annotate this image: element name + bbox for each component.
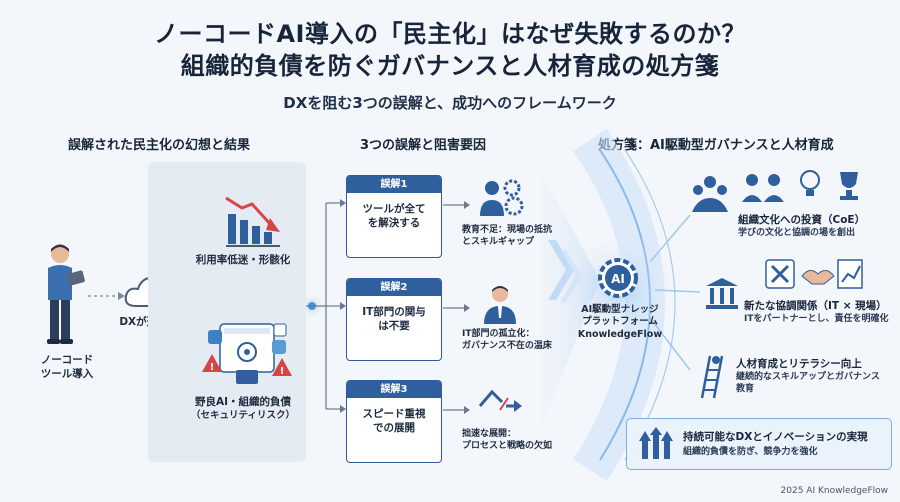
- cause-3-text: 拙速な展開： プロセスと戦略の欠如: [462, 428, 552, 452]
- results-panel: [148, 162, 306, 462]
- misconception-1-line-1: ツールが全て: [362, 203, 426, 215]
- declining-chart-icon: [225, 196, 280, 247]
- misconception-3-line-1: スピード重視: [362, 408, 426, 420]
- team-icon: [692, 176, 728, 212]
- cause-1-line-2: とスキルギャップ: [462, 237, 535, 248]
- cause-3-line-1: 拙速な展開：: [462, 429, 517, 439]
- solution-3-title: 人材育成とリテラシー向上: [736, 358, 862, 370]
- platform-line-1: AI駆動型ナレッジ: [581, 304, 659, 315]
- platform-line-2: プラットフォーム: [582, 316, 658, 328]
- cause-3-line-2: プロセスと戦略の欠如: [462, 441, 553, 452]
- misconception-card-1: 誤解1 ツールが全て を解決する: [346, 175, 442, 258]
- pillar-icon: [706, 278, 738, 309]
- start-label: ノーコード ツール導入: [30, 354, 104, 381]
- misconception-text-1: ツールが全て を解決する: [347, 193, 441, 230]
- title-line-1: ノーコードAI導入の「民主化」はなぜ失敗するのか？: [153, 20, 746, 48]
- shadow-ai-risk-icon: ! !: [202, 323, 292, 384]
- svg-text:!: !: [210, 362, 215, 373]
- outcome-title: 持続可能なDXとイノベーションの実現: [683, 431, 868, 443]
- solution-3-desc: 継続的なスキルアップとガバナンス 教育: [736, 371, 880, 395]
- misconception-tag-1: 誤解1: [347, 176, 441, 193]
- solution-3-desc-line-1: 継続的なスキルアップとガバナンス: [736, 372, 880, 382]
- result-shadow-ai-line-2: （セキュリティリスク）: [191, 409, 295, 421]
- column-heading-right: 処方箋：AI駆動型ガバナンスと人材育成: [598, 138, 834, 153]
- result-shadow-ai-label: 野良AI・組織的負債 （セキュリティリスク）: [180, 396, 306, 422]
- platform-line-3: KnowledgeFlow: [577, 328, 663, 340]
- growth-arrows-icon: [639, 427, 673, 459]
- culture-icons: [742, 170, 858, 202]
- ai-gear-icon: AI: [598, 258, 638, 298]
- column-heading-middle: 3つの誤解と阻害要因: [360, 138, 487, 153]
- title-line-2: 組織的負債を防ぐガバナンスと人材育成の処方箋: [180, 52, 720, 80]
- cause-2-text: IT部門の孤立化： ガバナンス不在の温床: [462, 328, 552, 352]
- result-shadow-ai-line-1: 野良AI・組織的負債: [194, 396, 292, 408]
- misconception-2-line-2: は不要: [378, 320, 410, 333]
- solution-2-title: 新たな協調関係（IT × 現場）: [744, 300, 887, 312]
- cause-2-line-1: IT部門の孤立化：: [462, 329, 535, 339]
- platform-label: AI駆動型ナレッジ プラットフォーム KnowledgeFlow: [570, 304, 670, 341]
- misconception-3-line-2: での展開: [373, 422, 415, 435]
- column-heading-left: 誤解された民主化の幻想と結果: [68, 138, 251, 153]
- start-label-line-1: ノーコード: [40, 354, 94, 366]
- outcome-box: 持続可能なDXとイノベーションの実現 組織的負債を防ぎ、競争力を強化: [626, 418, 892, 470]
- misconception-text-3: スピード重視 での展開: [347, 398, 441, 435]
- solution-3-desc-line-2: 教育: [736, 384, 755, 395]
- solution-2-desc: ITをパートナーとし、責任を明確化: [744, 314, 889, 324]
- ladder-climb-icon: [700, 355, 724, 399]
- start-label-line-2: ツール導入: [40, 367, 94, 380]
- cause-2-line-2: ガバナンス不在の温床: [462, 341, 552, 352]
- solution-1-desc: 学びの文化と協調の場を創出: [738, 228, 856, 238]
- misconception-tag-2: 誤解2: [347, 279, 441, 296]
- misconception-text-2: IT部門の関与 は不要: [347, 296, 441, 333]
- result-low-usage-label: 利用率低迷・形骸化: [195, 254, 291, 266]
- isolated-it-staff-icon: [484, 286, 516, 324]
- subtitle: DXを阻む3つの誤解と、成功へのフレームワーク: [283, 94, 617, 112]
- misconception-card-2: 誤解2 IT部門の関与 は不要: [346, 278, 442, 361]
- svg-text:!: !: [280, 366, 285, 377]
- platform-badge: AI: [611, 272, 625, 286]
- solution-1-title: 組織文化への投資（CoE）: [738, 214, 866, 226]
- collaboration-icons: [765, 259, 863, 289]
- broken-arrow-icon: [478, 389, 522, 412]
- misconception-2-line-1: IT部門の関与: [362, 306, 426, 318]
- worker-gears-icon: [480, 179, 524, 216]
- cause-1-text: 教育不足：現場の抵抗 とスキルギャップ: [462, 224, 552, 248]
- misconception-tag-3: 誤解3: [347, 381, 441, 398]
- person-with-tablet-icon: [47, 244, 85, 344]
- misconception-1-line-2: を解決する: [367, 217, 421, 230]
- footer-credit: 2025 AI KnowledgeFlow: [780, 486, 888, 496]
- misconception-card-3: 誤解3 スピード重視 での展開: [346, 380, 442, 463]
- outcome-desc: 組織的負債を防ぎ、競争力を強化: [683, 447, 818, 457]
- cause-1-line-1: 教育不足：現場の抵抗: [462, 225, 553, 235]
